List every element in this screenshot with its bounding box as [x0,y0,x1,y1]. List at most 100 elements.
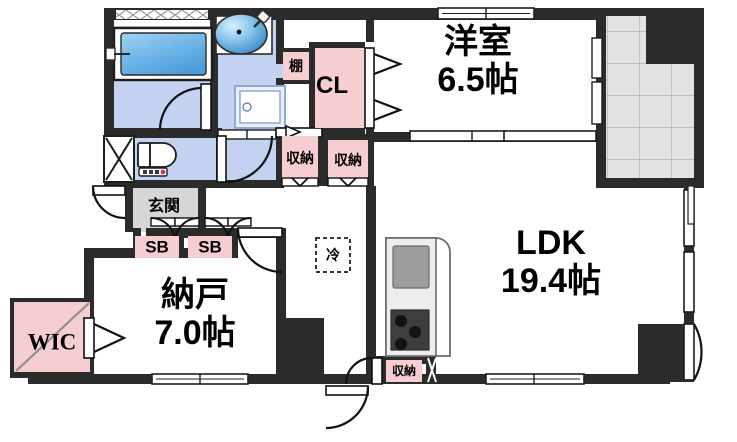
wall-left-bath [104,8,114,136]
cl-closet [315,48,365,128]
nando-entry-door-leaf [237,227,283,238]
hall-door-arrow [285,124,303,140]
kitchen-unit [315,237,451,357]
corridor-floor [221,137,283,184]
kitchen-storage-door [371,357,383,385]
wic-door-frame [83,317,95,359]
toilet-tank [137,142,151,168]
cl-door-frame [364,47,375,129]
wall-cl-top [309,42,365,50]
wic-fold-door [93,323,127,353]
wall-ldk-left [366,232,376,384]
toilet-panel-btn2 [149,170,153,174]
bathroom-fixtures [105,10,214,131]
wall-washroom-right [276,20,284,64]
closet-fills [14,48,422,382]
window-washitsu-bottom [409,130,507,142]
window-washitsu-bottom2 [503,130,597,142]
balcony-corner-block [646,16,702,64]
bathroom-door-leaf [200,83,212,131]
wall-ldk-left-upper [366,186,376,234]
wall-nando-left-upper [84,248,94,298]
wall-tana-bottom [276,78,315,84]
kitchen-storage-box [386,360,422,382]
cl-fold-door-bottom [373,98,404,122]
closet-doors [83,47,437,385]
wall-sb-right [230,228,238,254]
wall-nando-top-left [84,248,146,258]
wall-cl-bottom [309,126,365,134]
basin-faucet-handle [256,10,270,24]
wall-wic-bottom [10,368,94,378]
stove-burner-2 [409,326,421,338]
wall-nando-top-right [146,228,286,238]
wall-genkan-left [125,184,133,232]
toilet-panel-btn3 [155,170,159,174]
bathtub-faucet [105,47,116,61]
kitchen-storage-swing [344,356,373,385]
wall-storage2-left [322,138,330,186]
wall-sb-bottom [133,248,238,258]
basin-drain [236,29,242,35]
cl-fold-door-top [373,52,404,76]
ldk-right-door-swing [693,323,703,381]
ldk-entry-door-swing [325,385,370,430]
wall-bath-wash-divider [210,20,218,132]
wall-nando-right-blk [276,318,324,374]
wash-basin [214,13,268,55]
wall-top-balcony [604,8,704,16]
wic-diagonal [15,302,90,372]
front-door-swing [91,185,126,220]
wall-under-toilet [104,180,284,188]
wall-balcony-bottom [596,178,704,188]
stove-burner-3 [395,338,407,350]
bathtub-basin [120,32,207,76]
window-ldk-right-2 [683,251,695,313]
wall-ldk-right2 [684,246,694,254]
toilet-fixtures [103,135,274,184]
toilet-panel-btn4 [160,169,166,175]
window-balcony-lower [591,81,603,125]
storage1-door-arrow [291,177,309,188]
wall-washitsu-left [366,20,374,42]
nando-entry-door-swing [236,227,283,274]
wall-sb-mid [176,228,184,254]
storage-box-1 [282,136,318,180]
ldk-right-door-leaf [683,323,695,381]
storage-box-2 [328,140,368,180]
toilet-door-swing [225,135,274,184]
wall-storage2-top [322,134,374,142]
kitchen-storage-hatch [427,357,437,383]
wall-tana-top [283,48,315,54]
pipe-shaft-x [105,137,133,181]
storage2-door-arrow [339,177,357,188]
windows [151,7,703,385]
bath-vent [116,10,208,19]
fridge-space [315,237,351,273]
wall-genkan-right [198,184,206,230]
wall-storage2-right [366,134,374,186]
toilet-panel-btn1 [143,170,147,174]
window-balcony-upper [591,37,603,79]
sb-box-2 [188,236,232,258]
wall-under-bath [104,128,222,138]
wall-cl-left [309,48,317,132]
toilet-door-leaf [216,135,227,183]
bathroom-door-swing [158,86,203,131]
wall-storage1-left [276,136,284,186]
sb-box-1 [135,236,179,258]
toilet-bowl [149,142,177,168]
balcony-rail [687,185,695,225]
extra-doors [325,385,370,430]
wall-ldk-right3 [684,312,694,328]
tana-box [283,52,309,80]
stove-burner-1 [395,315,407,327]
kitchen-sink [392,245,430,289]
ldk-entry-door-leaf [325,385,369,396]
wall-nando-right [276,228,286,374]
wall-storage1-right [316,130,324,186]
washroom-fixtures [214,10,286,140]
washing-machine-drain [242,102,252,112]
